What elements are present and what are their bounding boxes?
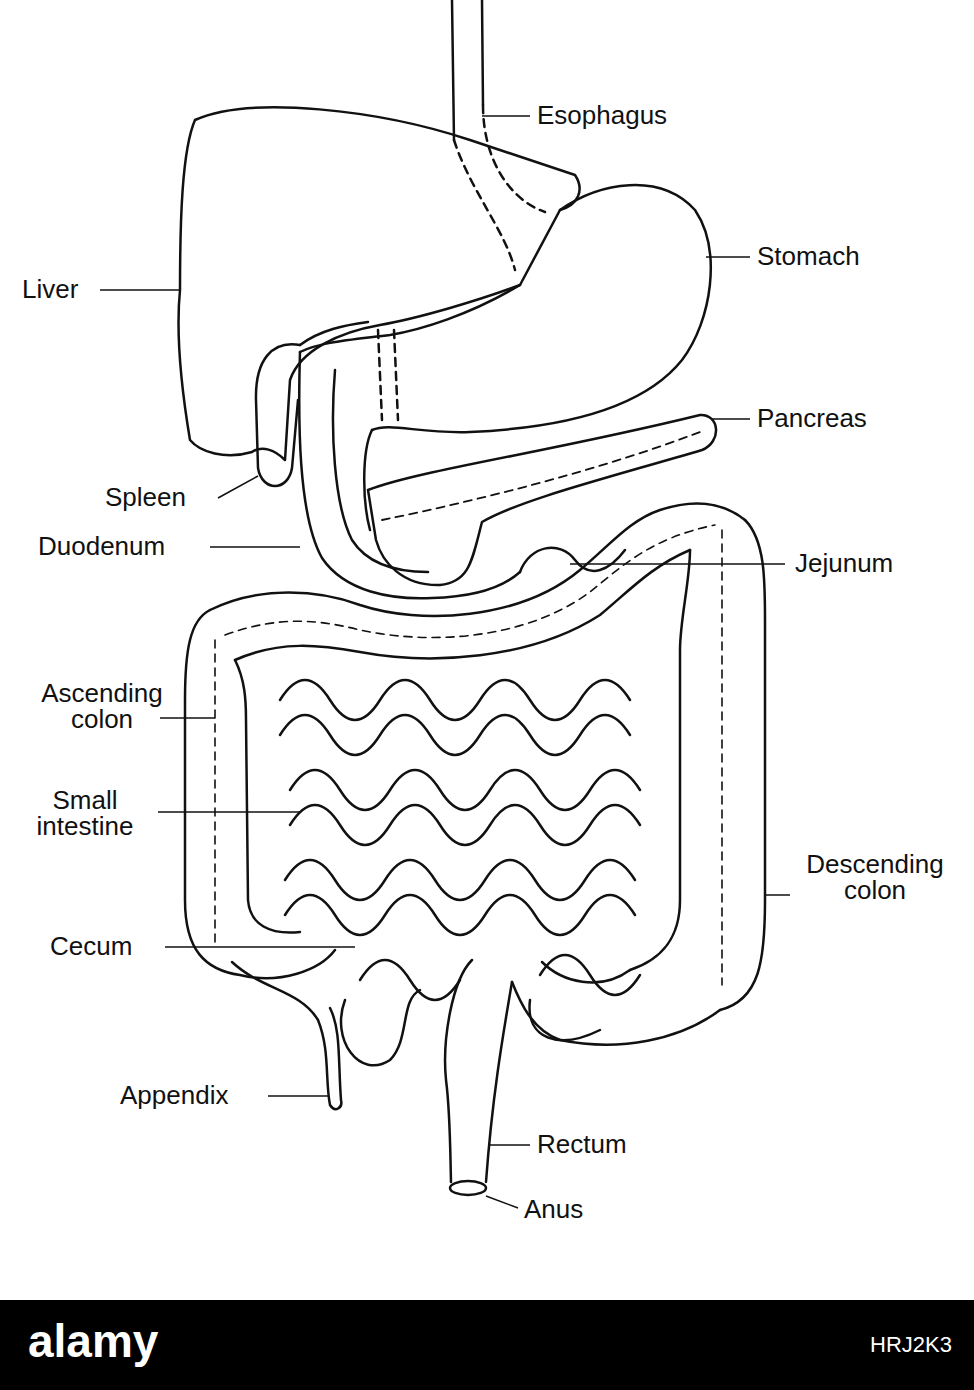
anus-opening [450, 1181, 486, 1195]
pancreas-outline [368, 415, 716, 585]
leader-line [165, 946, 355, 948]
duodenum-outline [299, 352, 520, 598]
organ-label: Anus [524, 1196, 583, 1222]
stomach-lesser-curve [300, 285, 520, 352]
duodenum-inner [333, 370, 428, 572]
small-intestine-loop [290, 770, 640, 810]
organ-label: Cecum [50, 933, 132, 959]
small-intestine-loop [530, 1000, 600, 1040]
organ-label: Liver [22, 276, 78, 302]
colon-band [721, 530, 723, 985]
image-id: HRJ2K3 [870, 1334, 952, 1356]
colon-wall [235, 660, 300, 933]
colon-wall [235, 550, 690, 660]
leader-line [490, 1144, 530, 1146]
small-intestine-loop [290, 805, 640, 845]
leader-line [268, 1095, 328, 1097]
leader-lines [100, 116, 790, 1208]
small-intestine-loop [341, 990, 420, 1065]
esophagus-hidden [483, 105, 545, 212]
liver-outline [178, 107, 579, 460]
esophagus-wall [482, 0, 483, 105]
bile-duct-hidden [378, 330, 382, 420]
leader-line [218, 476, 258, 498]
sigmoid-wall [512, 982, 720, 1045]
jejunum-loop [520, 548, 625, 572]
small-intestine-loop [280, 680, 630, 720]
colon-wall [720, 520, 765, 1010]
leader-line [160, 717, 215, 719]
rectum-wall [486, 982, 512, 1182]
watermark-logo: alamy [28, 1318, 158, 1364]
leader-line [765, 894, 790, 896]
organ-label: Descending colon [785, 851, 965, 903]
organ-label: Ascending colon [22, 680, 182, 732]
leader-line [712, 418, 750, 420]
organ-label: Duodenum [38, 533, 165, 559]
colon-wall [630, 550, 690, 970]
organ-label: Small intestine [10, 787, 160, 839]
esophagus-wall [452, 0, 454, 140]
colon-wall [185, 610, 335, 978]
stomach-outline [372, 185, 711, 432]
organ-label: Rectum [537, 1131, 627, 1157]
organ-label: Spleen [105, 484, 186, 510]
small-intestine-loop [280, 715, 630, 755]
organ-label: Jejunum [795, 550, 893, 576]
leader-line [210, 546, 300, 548]
organ-label: Pancreas [757, 405, 867, 431]
organ-label: Esophagus [537, 102, 667, 128]
appendix-outline [232, 962, 341, 1109]
colon-band [225, 525, 715, 638]
small-intestine-loop [360, 960, 460, 1000]
esophagus-hidden [454, 140, 515, 270]
leader-line [482, 115, 530, 117]
leader-line [486, 1196, 518, 1208]
gallbladder-outline [256, 344, 300, 486]
leader-line [100, 289, 180, 291]
pancreatic-duct [382, 432, 700, 520]
leader-line [158, 811, 300, 813]
colon-band [214, 640, 216, 945]
sigmoid-wall [542, 962, 630, 982]
colon-wall [210, 503, 745, 616]
organ-label: Appendix [120, 1082, 228, 1108]
small-intestine-loop [285, 860, 635, 900]
organ-label: Stomach [757, 243, 860, 269]
small-intestine-loop [285, 895, 635, 935]
leader-line [706, 256, 750, 258]
leader-line [570, 563, 785, 565]
small-intestine-loop [540, 955, 640, 995]
bile-duct-hidden [394, 330, 398, 420]
